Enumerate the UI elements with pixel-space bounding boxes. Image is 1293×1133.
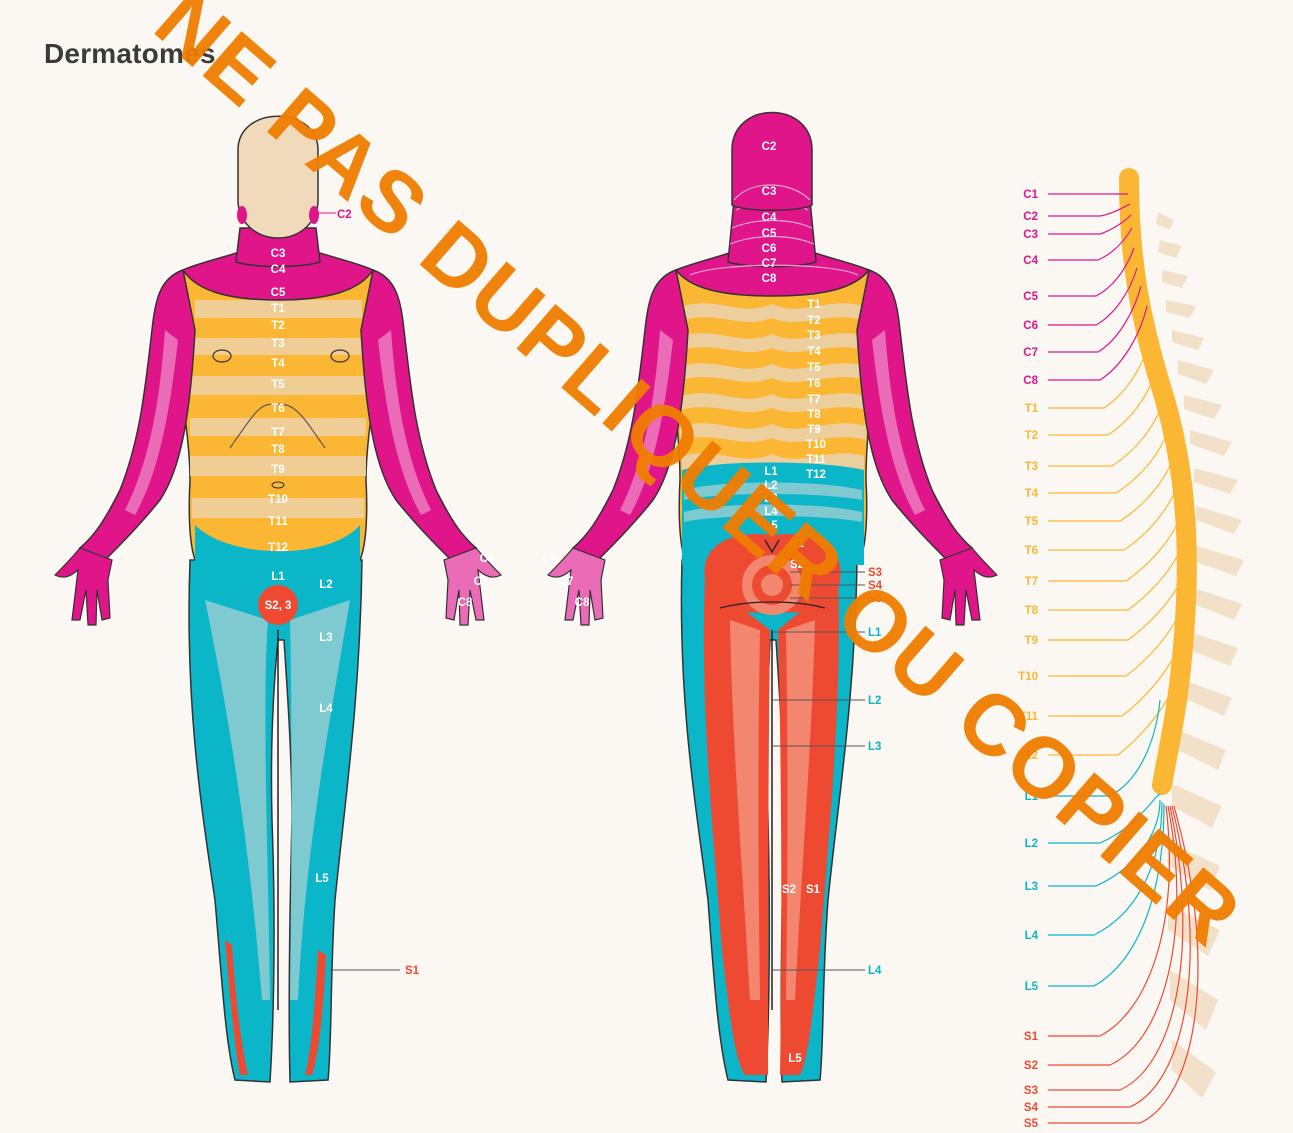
spine-label-thoracic: T2 [1025, 430, 1038, 442]
front-label: C3 [271, 248, 286, 260]
front-label: T6 [271, 403, 284, 415]
back-label: T9 [807, 424, 820, 436]
back-label: C6 [543, 553, 558, 565]
spine-label-lumbar: L2 [1025, 838, 1038, 850]
back-label: T6 [807, 378, 820, 390]
spine-label-cervical: C2 [1023, 211, 1038, 223]
spine-label-lumbar: L3 [1025, 881, 1038, 893]
spine-label-sacral: S3 [1024, 1085, 1038, 1097]
back-label: C4 [762, 212, 777, 224]
front-label: T7 [271, 427, 284, 439]
back-label: L2 [868, 695, 881, 707]
spine-label-cervical: C3 [1023, 229, 1038, 241]
front-label: L4 [319, 703, 333, 715]
front-label: S1 [405, 965, 420, 977]
front-label: L2 [319, 579, 332, 591]
back-label: L4 [868, 965, 882, 977]
back-label: C3 [762, 186, 777, 198]
front-label: T8 [271, 444, 285, 456]
front-label: S2, 3 [265, 600, 292, 612]
spine-label-thoracic: T8 [1025, 605, 1039, 617]
spine-illustration [1048, 178, 1244, 1123]
front-label: C7 [474, 576, 489, 588]
front-label: L3 [319, 632, 332, 644]
front-label: T3 [271, 338, 284, 350]
back-label: T3 [807, 330, 820, 342]
back-label: C5 [762, 228, 777, 240]
back-label: T12 [806, 469, 826, 481]
back-label: T8 [807, 409, 821, 421]
vertebrae [1156, 212, 1244, 1098]
back-label: T5 [807, 362, 821, 374]
spine-label-thoracic: T1 [1025, 403, 1039, 415]
front-label: C8 [458, 597, 473, 609]
front-label: C6 [480, 553, 495, 565]
back-label: S2 [782, 884, 796, 896]
spine-label-cervical: C1 [1023, 189, 1038, 201]
spine-label-cervical: C4 [1023, 255, 1038, 267]
front-label: L5 [315, 873, 329, 885]
spine-label-sacral: S2 [1024, 1060, 1038, 1072]
spine-label-thoracic: T3 [1025, 461, 1038, 473]
spine-label-thoracic: T9 [1025, 635, 1038, 647]
front-label: T11 [268, 516, 288, 528]
spine-label-sacral: S4 [1024, 1102, 1039, 1114]
back-label: T11 [806, 454, 826, 466]
spine-label-thoracic: T10 [1018, 671, 1038, 683]
spine-label-cervical: C5 [1023, 291, 1038, 303]
back-label: C8 [762, 273, 777, 285]
spine-label-cervical: C8 [1023, 375, 1038, 387]
back-label: T4 [807, 346, 821, 358]
spine-label-lumbar: L4 [1025, 930, 1039, 942]
front-label: T10 [268, 494, 288, 506]
back-label: L5 [788, 1053, 802, 1065]
front-label: T2 [271, 320, 284, 332]
spine-label-thoracic: T7 [1025, 576, 1038, 588]
spine-label-sacral: S1 [1024, 1031, 1039, 1043]
spine-label-thoracic: T5 [1025, 516, 1039, 528]
front-label: T4 [271, 358, 285, 370]
back-label: C7 [762, 258, 777, 270]
front-label: C4 [271, 264, 286, 276]
back-label: T7 [807, 394, 820, 406]
front-label: T5 [271, 379, 285, 391]
back-label: L3 [868, 741, 881, 753]
back-label: C6 [762, 243, 777, 255]
spine-label-cervical: C7 [1023, 347, 1038, 359]
front-label: T9 [271, 464, 284, 476]
front-label: T12 [268, 542, 288, 554]
spine-label-cervical: C6 [1023, 320, 1038, 332]
back-label: C2 [762, 141, 777, 153]
back-label: S1 [806, 884, 821, 896]
back-label: T1 [807, 299, 821, 311]
front-label: T1 [271, 303, 285, 315]
spine-labels: C1 C2 C3 C4 C5 C6 C7 C8 T1 T2 T3 T4 T5 T… [1018, 189, 1038, 1130]
back-label: T10 [806, 439, 826, 451]
front-label: L1 [271, 571, 285, 583]
spine-label-sacral: S5 [1024, 1118, 1039, 1130]
spine-label-lumbar: L5 [1025, 981, 1039, 993]
back-label: T2 [807, 315, 820, 327]
front-label: C5 [271, 287, 286, 299]
spine-label-thoracic: T4 [1025, 488, 1039, 500]
spine-label-thoracic: T6 [1025, 545, 1038, 557]
back-label: C7 [559, 576, 574, 588]
back-label: C8 [575, 597, 590, 609]
